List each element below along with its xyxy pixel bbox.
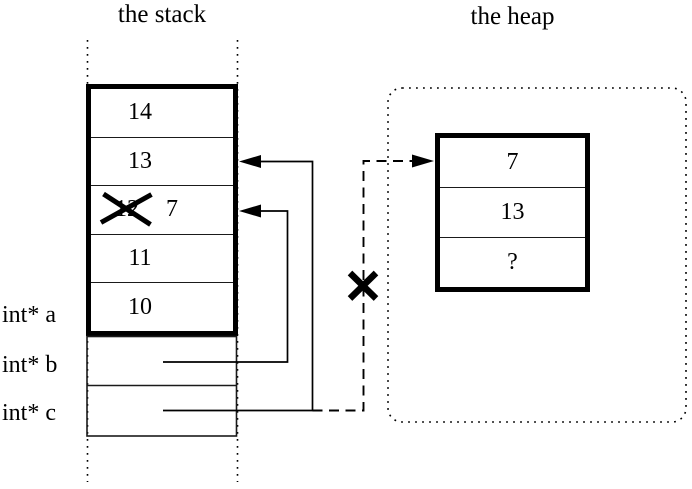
- stack-cell-overwritten: 12 7: [91, 186, 233, 235]
- stack-cell-value: 10: [128, 293, 152, 320]
- arrowhead-icon: [239, 155, 261, 168]
- dangling-heap-arrow-dashed: [312, 154, 434, 412]
- stack-cell-value: 13: [128, 147, 152, 174]
- pointer-label-a: int* a: [2, 302, 56, 328]
- heap-cell-7: 7: [440, 138, 585, 188]
- pointer-label-c: int* c: [2, 400, 56, 426]
- stack-cell-value: 11: [128, 245, 152, 272]
- heap-region-dotted-outline: [387, 87, 687, 423]
- heap-cell-value: 7: [506, 149, 519, 175]
- pointer-label-b: int* b: [2, 352, 58, 378]
- heap-cell-unknown: ?: [440, 238, 585, 287]
- stack-cell-value: 14: [128, 99, 152, 126]
- stack-cell-13: 13: [91, 138, 233, 187]
- stack-cell-14: 14: [91, 89, 233, 138]
- heap-cell-13: 13: [440, 188, 585, 238]
- arrowhead-icon: [412, 154, 434, 168]
- arrowhead-icon: [239, 204, 261, 218]
- stack-title: the stack: [117, 1, 207, 28]
- stack-cell-11: 11: [91, 235, 233, 284]
- x-mark-over-old-value-icon: [99, 191, 153, 227]
- heap-title: the heap: [470, 3, 555, 30]
- pointer-cells-outline: [86, 335, 238, 437]
- pointer-c-arrow: [163, 155, 314, 412]
- stack-box: 14 13 12 7 11 10: [86, 84, 238, 336]
- stack-cell-10: 10: [91, 283, 233, 331]
- pointer-b-arrow: [163, 204, 289, 363]
- heap-box: 7 13 ?: [435, 133, 590, 292]
- x-mark-dangling-pointer-icon: [347, 270, 379, 301]
- stack-cell-value: 7: [166, 196, 178, 223]
- heap-cell-value: 13: [500, 199, 525, 225]
- heap-cell-value: ?: [507, 249, 518, 275]
